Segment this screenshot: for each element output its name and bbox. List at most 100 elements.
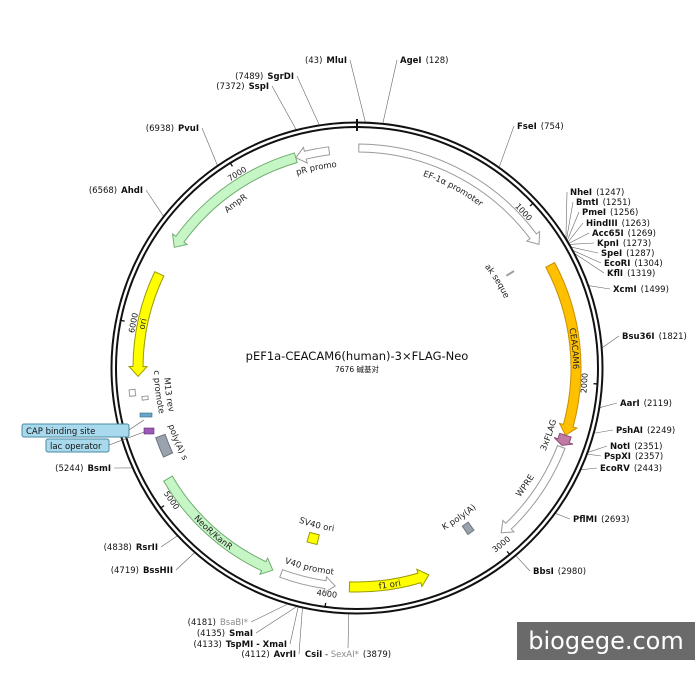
site-label-ahdi: (6568)AhdI bbox=[89, 186, 143, 196]
feature-arc-ceacam6 bbox=[545, 261, 582, 436]
site-leader-pflmi bbox=[554, 512, 571, 520]
cap-binding-site-label: CAP binding site bbox=[26, 427, 95, 437]
feature-ori: ori bbox=[127, 271, 165, 378]
feature-label-neor-kanr: NeoR/KanR bbox=[192, 514, 235, 553]
site-label-noti: NotI(2351) bbox=[610, 442, 662, 452]
site-leader-spei bbox=[569, 246, 599, 254]
tick-label-3000: 3000 bbox=[491, 534, 512, 554]
site-label-nhei: NheI(1247) bbox=[570, 188, 624, 198]
feature-ampr-promoter: AmpR promoter bbox=[0, 0, 337, 178]
site-label-ecori: EcoRI(1304) bbox=[604, 259, 663, 269]
site-leader-fsei bbox=[498, 125, 515, 169]
site-leader-pshai bbox=[593, 429, 614, 434]
site-leader-csii bbox=[347, 612, 350, 649]
tick-4000 bbox=[324, 602, 327, 608]
feature-arc-f1-ori bbox=[348, 568, 430, 593]
site-label-avrii: (4112)AvrII bbox=[241, 650, 296, 660]
site-label-bmti: BmtI(1251) bbox=[576, 198, 631, 208]
side-box-cap: CAP binding site bbox=[21, 423, 130, 438]
site-label-xcmi: XcmI(1499) bbox=[613, 285, 669, 295]
small-element-marks bbox=[108, 412, 155, 446]
site-leader-nhei bbox=[565, 191, 568, 240]
feature-arc-sv40-poly-a-signal bbox=[155, 433, 174, 458]
site-leader-kpni bbox=[568, 242, 595, 245]
site-label-pspxi: PspXI(2357) bbox=[604, 452, 663, 462]
site-label-bsabi: (4181)BsaBI* bbox=[188, 618, 248, 628]
site-label-pshai: PshAI(2249) bbox=[616, 426, 675, 436]
site-label-agei: AgeI(128) bbox=[400, 56, 448, 66]
feature-kozak-sequence: Kozak sequence bbox=[0, 0, 515, 300]
site-label-bsmi: (5244)BsmI bbox=[55, 464, 111, 474]
leader-lines bbox=[113, 59, 620, 655]
features: EF-1α promoterCEACAM63xFLAGWPREHSV TK po… bbox=[0, 0, 582, 594]
feature-arc-ampr-promoter bbox=[295, 146, 331, 164]
feature-arc-hsv-tk-poly-a-signal bbox=[461, 521, 475, 536]
tick-1000 bbox=[529, 202, 535, 207]
site-label-fsei: FseI(754) bbox=[517, 122, 564, 132]
site-label-pvui: (6938)PvuI bbox=[146, 124, 199, 134]
feature-arc-m13-rev bbox=[141, 395, 149, 401]
feature-arc-kozak-sequence bbox=[505, 270, 515, 277]
site-label-mlui: (43)MluI bbox=[305, 56, 347, 66]
site-leader-sspi bbox=[271, 85, 297, 131]
feature-ceacam6: CEACAM6 bbox=[545, 261, 582, 436]
lac-operator-box bbox=[45, 438, 110, 453]
site-leader-mlui bbox=[349, 59, 366, 124]
feature-ef-1-promoter: EF-1α promoter bbox=[358, 143, 541, 246]
site-label-ecorv: EcoRV(2443) bbox=[600, 464, 662, 474]
side-box-lacop: lac operator bbox=[45, 438, 110, 453]
site-label-acc65i: Acc65I(1269) bbox=[592, 229, 656, 239]
site-leader-tspmi-xmai bbox=[289, 605, 299, 645]
feature-label-3xflag: 3xFLAG bbox=[539, 418, 559, 452]
site-leader-ahdi bbox=[145, 189, 165, 218]
feature-label-ef-1-promoter: EF-1α promoter bbox=[422, 169, 485, 209]
site-label-aari: AarI(2119) bbox=[620, 399, 672, 409]
site-label-smai: (4135)SmaI bbox=[197, 629, 253, 639]
feature-arc-ef-1-promoter bbox=[358, 143, 541, 246]
cap-leader bbox=[128, 419, 145, 431]
site-leader-acc65i bbox=[567, 232, 590, 244]
site-label-bsu36i: Bsu36I(1821) bbox=[622, 332, 687, 342]
feature-arc-ori bbox=[127, 271, 165, 378]
feature-label-ampr-promoter: AmpR promoter bbox=[0, 0, 337, 178]
site-leader-bbsi bbox=[515, 554, 531, 572]
site-label-bbsi: BbsI(2980) bbox=[533, 567, 586, 577]
site-leader-bsabi bbox=[250, 603, 290, 623]
feature-ampr: AmpR bbox=[171, 152, 298, 248]
site-label-pmei: PmeI(1256) bbox=[582, 208, 638, 218]
site-label-pflmi: PflMI(2693) bbox=[573, 515, 629, 525]
site-leader-ecori bbox=[571, 249, 602, 264]
feature-label-f1-ori: f1 ori bbox=[378, 579, 402, 592]
lacop-mark bbox=[143, 427, 155, 435]
site-leader-pvui bbox=[201, 127, 219, 167]
site-leader-xcmi bbox=[587, 285, 611, 290]
site-label-sspi: (7372)SspI bbox=[216, 82, 269, 92]
cap-binding-site-box bbox=[21, 423, 130, 438]
site-label-tspmi-xmai: (4133)TspMI - XmaI bbox=[194, 640, 287, 650]
site-leader-rsrii bbox=[160, 535, 179, 548]
site-leader-bsu36i bbox=[601, 335, 620, 349]
site-leader-bmti bbox=[565, 201, 574, 241]
feature-neor-kanr: NeoR/KanR bbox=[163, 475, 274, 576]
site-label-kfli: KflI(1319) bbox=[607, 269, 655, 279]
site-leader-agei bbox=[382, 59, 398, 125]
site-leader-noti bbox=[586, 445, 608, 454]
tick-label-2000: 2000 bbox=[579, 373, 589, 394]
feature-arc-3xflag bbox=[553, 432, 574, 446]
site-leader-pspxi bbox=[586, 453, 602, 457]
watermark: biogege.com bbox=[517, 622, 695, 660]
site-leader-aari bbox=[598, 402, 618, 409]
cap-mark bbox=[139, 412, 153, 418]
feature-label-ori: ori bbox=[138, 318, 150, 331]
site-label-sgrdi: (7489)SgrDI bbox=[235, 72, 294, 82]
feature-arc-wpre bbox=[500, 444, 566, 534]
tick-6000 bbox=[119, 319, 125, 322]
tick-7000 bbox=[229, 161, 234, 167]
feature-f1-ori: f1 ori bbox=[348, 568, 430, 593]
site-label-bsshii: (4719)BssHII bbox=[111, 566, 173, 576]
lacop-leader bbox=[108, 431, 145, 446]
site-label-csii: CsiI - SexAI*(3879) bbox=[305, 650, 391, 660]
tick-5000 bbox=[159, 505, 165, 510]
lac-operator-label: lac operator bbox=[50, 442, 102, 452]
